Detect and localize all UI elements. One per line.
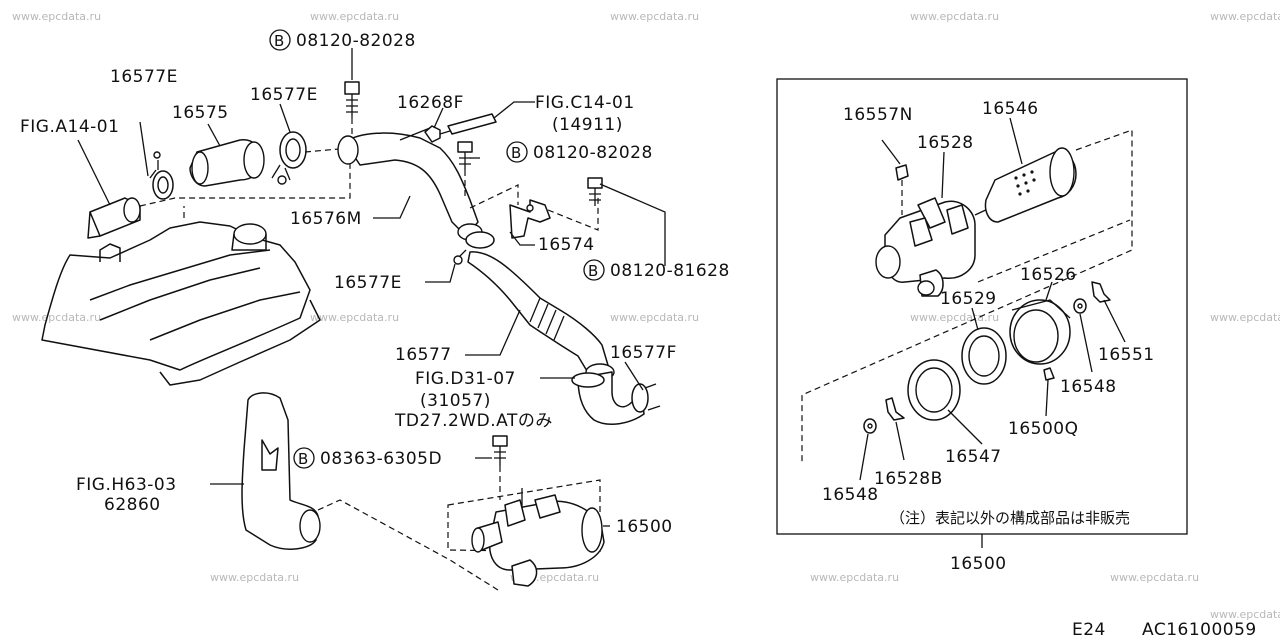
label-figA14: FIG.A14-01: [20, 117, 119, 137]
clamp-16577E-left: [149, 151, 174, 200]
label-figC14: FIG.C14-01: [535, 93, 635, 113]
label-16528: 16528: [917, 133, 974, 153]
label-16500-left: 16500: [616, 517, 673, 537]
clamp-16577E-mid: [271, 131, 307, 185]
watermark: www.epcdata.ru: [810, 571, 899, 584]
label-16577E-a: 16577E: [110, 67, 178, 87]
label-62860: 62860: [104, 495, 161, 515]
label-16577E-c: 16577E: [334, 273, 402, 293]
label-bolt-top: 08120-82028: [296, 31, 416, 51]
label-16577F: 16577F: [610, 343, 677, 363]
watermark: www.epcdata.ru: [210, 571, 299, 584]
label-16577E-b: 16577E: [250, 85, 318, 105]
watermark: www.epcdata.ru: [12, 10, 101, 23]
watermark: www.epcdata.ru: [1210, 608, 1280, 621]
label-bolt-mid: 08120-82028: [533, 143, 653, 163]
footer-page: E24: [1072, 620, 1106, 640]
label-16557N: 16557N: [843, 105, 913, 125]
watermark: www.epcdata.ru: [310, 10, 399, 23]
bolt-low: [492, 435, 508, 500]
label-16268F: 16268F: [397, 93, 464, 113]
watermarks: www.epcdata.ru www.epcdata.ru www.epcdat…: [12, 10, 1280, 621]
hose-16575: [189, 139, 265, 187]
bolt-right: [587, 177, 603, 206]
watermark: www.epcdata.ru: [1210, 311, 1280, 324]
label-16575: 16575: [172, 103, 229, 123]
bolt-top: [344, 81, 360, 145]
label-16548-a: 16548: [1060, 377, 1117, 397]
watermark: www.epcdata.ru: [610, 311, 699, 324]
label-bolt-low: 08363-6305D: [320, 449, 442, 469]
watermark: www.epcdata.ru: [310, 311, 399, 324]
b-marker-circle: [269, 29, 291, 51]
watermark: www.epcdata.ru: [910, 311, 999, 324]
pipe-16576M: [337, 127, 483, 241]
label-16526: 16526: [1020, 265, 1077, 285]
label-figD31: FIG.D31-07: [415, 369, 516, 389]
label-16574: 16574: [538, 235, 595, 255]
b-marker: B: [588, 262, 598, 280]
exploded-view-box: [776, 78, 1188, 535]
watermark: www.epcdata.ru: [12, 311, 101, 324]
watermark: www.epcdata.ru: [910, 10, 999, 23]
b-marker: B: [274, 32, 284, 50]
air-cleaner-assembly: [447, 479, 605, 587]
b-marker: B: [298, 450, 308, 468]
label-16551: 16551: [1098, 345, 1155, 365]
label-31057: (31057): [420, 391, 491, 411]
footer-code: AC16100059: [1142, 620, 1257, 640]
watermark: www.epcdata.ru: [1210, 10, 1280, 23]
b-marker: B: [511, 144, 521, 162]
labels: B 08120-82028 B 08120-82028 B 08120-8162…: [20, 29, 1257, 640]
b-marker-circle: [293, 447, 315, 469]
label-16500Q: 16500Q: [1008, 419, 1078, 439]
label-16529: 16529: [940, 289, 997, 309]
label-14911: (14911): [552, 115, 623, 135]
label-16500-box: 16500: [950, 554, 1007, 574]
b-marker-circle: [506, 141, 528, 163]
elbow-pipe: [571, 371, 661, 426]
bolt-mid: [457, 141, 473, 198]
label-figH63: FIG.H63-03: [76, 475, 177, 495]
watermark: www.epcdata.ru: [1110, 571, 1199, 584]
label-td27: TD27.2WD.ATのみ: [394, 411, 553, 431]
clamp-16577E-low: [453, 231, 495, 265]
label-16577: 16577: [395, 345, 452, 365]
label-16547: 16547: [945, 447, 1002, 467]
b-marker-circle: [583, 259, 605, 281]
engine-outlet-pipe: [87, 197, 141, 239]
leader-lines-left: [77, 48, 666, 527]
bracket-16574: [469, 184, 599, 239]
label-16528B: 16528B: [874, 469, 943, 489]
nipple-16268F: [424, 113, 497, 143]
intake-duct: [241, 392, 499, 591]
label-16546: 16546: [982, 99, 1039, 119]
watermark: www.epcdata.ru: [610, 10, 699, 23]
engine-block: [41, 221, 321, 386]
label-16576M: 16576M: [290, 209, 362, 229]
label-note: （注）表記以外の構成部品は非販売: [890, 509, 1130, 527]
label-16548-b: 16548: [822, 485, 879, 505]
label-bolt-right: 08120-81628: [610, 261, 730, 281]
